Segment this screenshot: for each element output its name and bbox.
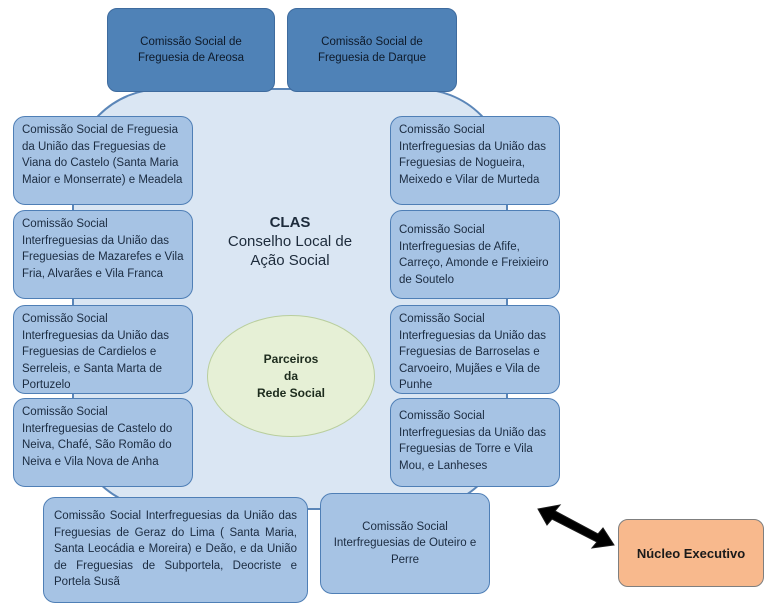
- box-bottom-outeiro: Comissão Social Interfreguesias de Outei…: [320, 493, 490, 594]
- box-right-4: Comissão Social Interfreguesias da União…: [390, 398, 560, 487]
- box-right-1-label: Comissão Social Interfreguesias da União…: [399, 124, 547, 186]
- box-left-2-label: Comissão Social Interfreguesias da União…: [22, 218, 184, 280]
- box-bottom-geraz-label: Comissão Social Interfreguesias da União…: [54, 510, 297, 588]
- nucleo-executivo-label: Núcleo Executivo: [636, 545, 746, 561]
- box-darque-label: Comissão Social de Freguesia de Darque: [317, 35, 427, 65]
- box-left-3-label: Comissão Social Interfreguesias da União…: [22, 313, 170, 391]
- box-bottom-outeiro-label: Comissão Social Interfreguesias de Outei…: [333, 520, 477, 566]
- clas-label: CLAS Conselho Local de Ação Social: [212, 213, 368, 270]
- partners-line-1: Parceiros: [263, 351, 319, 366]
- box-areosa: Comissão Social de Freguesia de Areosa: [107, 8, 275, 92]
- box-bottom-geraz: Comissão Social Interfreguesias da União…: [43, 497, 308, 603]
- box-right-2: Comissão Social Interfreguesias de Afife…: [390, 210, 560, 299]
- box-left-4: Comissão Social Interfreguesias de Caste…: [13, 398, 193, 487]
- box-left-4-label: Comissão Social Interfreguesias de Caste…: [22, 406, 173, 468]
- box-right-3-label: Comissão Social Interfreguesias da União…: [399, 313, 547, 391]
- clas-title: CLAS: [269, 214, 311, 231]
- box-left-2: Comissão Social Interfreguesias da União…: [13, 210, 193, 299]
- box-right-3: Comissão Social Interfreguesias da União…: [390, 305, 560, 394]
- partners-ellipse: Parceiros da Rede Social: [207, 315, 375, 437]
- box-right-1: Comissão Social Interfreguesias da União…: [390, 116, 560, 205]
- box-right-4-label: Comissão Social Interfreguesias da União…: [399, 410, 547, 472]
- box-left-1-label: Comissão Social de Freguesia da União da…: [22, 124, 183, 186]
- box-areosa-label: Comissão Social de Freguesia de Areosa: [137, 35, 245, 65]
- double-arrow-icon: [537, 504, 615, 549]
- nucleo-executivo-box: Núcleo Executivo: [618, 519, 764, 587]
- partners-line-3: Rede Social: [256, 385, 326, 400]
- box-darque: Comissão Social de Freguesia de Darque: [287, 8, 457, 92]
- box-left-3: Comissão Social Interfreguesias da União…: [13, 305, 193, 394]
- box-right-2-label: Comissão Social Interfreguesias de Afife…: [399, 224, 549, 286]
- clas-subtitle: Conselho Local de Ação Social: [227, 233, 353, 269]
- box-left-1: Comissão Social de Freguesia da União da…: [13, 116, 193, 205]
- partners-line-2: da: [283, 368, 298, 383]
